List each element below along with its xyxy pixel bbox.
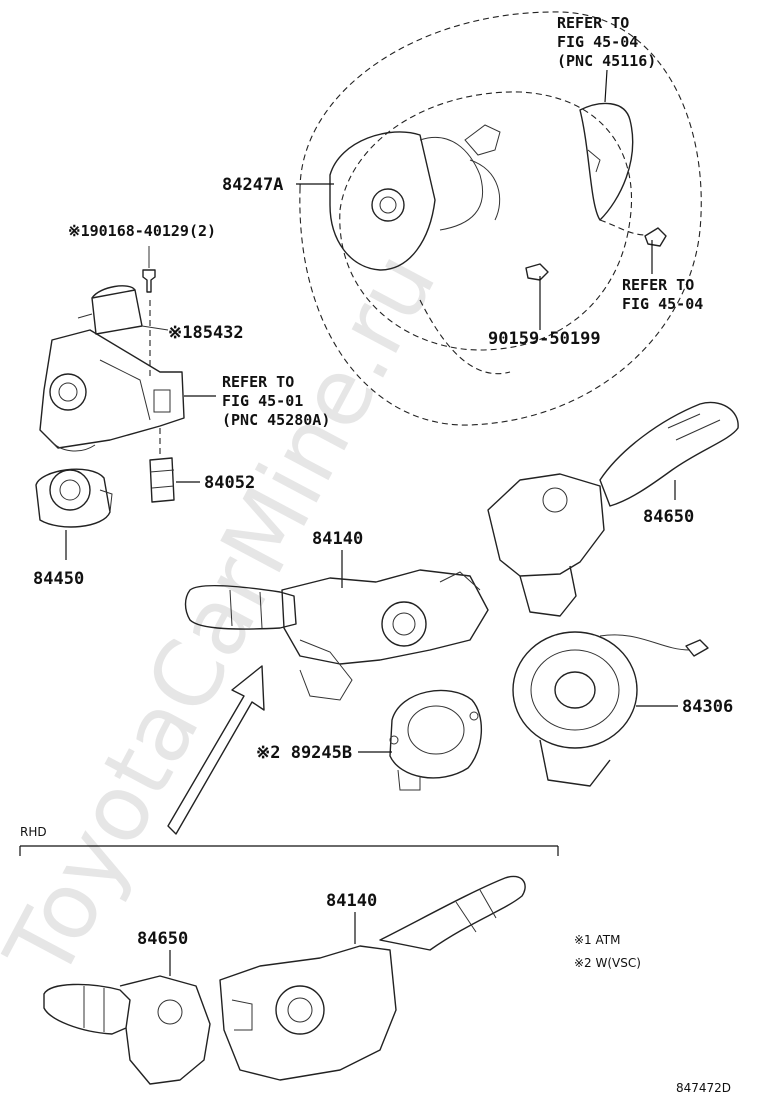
legend-vsc: ※2 W(VSC)	[574, 956, 641, 970]
label-84450: 84450	[33, 569, 84, 589]
rhd-combination-switch-84140	[219, 875, 526, 1081]
switch-84052	[149, 428, 175, 503]
refer-mid-line3: (PNC 45280A)	[222, 411, 330, 429]
rhd-wiper-switch-84650	[43, 975, 211, 1085]
label-84140-rhd: 84140	[326, 891, 377, 911]
rhd-label: RHD	[20, 825, 47, 839]
watermark: ToyotaCarMine.ru	[0, 235, 457, 996]
steering-pad-switch	[329, 124, 501, 271]
transponder-85432	[77, 285, 169, 380]
label-90168-40129: ※190168-40129(2)	[68, 222, 216, 240]
turn-signal-switch-84140	[184, 569, 489, 701]
screw-90159-a	[525, 263, 549, 330]
refer-right-line2: FIG 45-04	[622, 295, 703, 313]
label-84306: 84306	[682, 697, 733, 717]
refer-mid-line1: REFER TO	[222, 373, 294, 391]
refer-right-line1: REFER TO	[622, 276, 694, 294]
steering-trim-right	[579, 102, 646, 236]
refer-top-line1: REFER TO	[557, 14, 629, 32]
diagram-id: 847472D	[676, 1081, 731, 1095]
bolt-90168	[142, 246, 156, 293]
label-84650: 84650	[643, 507, 694, 527]
refer-mid-line2: FIG 45-01	[222, 392, 303, 410]
label-84140: 84140	[312, 529, 363, 549]
refer-top-line2: FIG 45-04	[557, 33, 638, 51]
label-84052: 84052	[204, 473, 255, 493]
direction-arrow	[167, 665, 265, 835]
label-84247A: 84247A	[222, 175, 283, 195]
lock-housing	[39, 329, 185, 452]
label-84650-rhd: 84650	[137, 929, 188, 949]
screw-90159-b	[644, 227, 667, 247]
legend-atm: ※1 ATM	[574, 933, 620, 947]
wiper-switch-84650	[487, 401, 739, 617]
label-89245B: ※2 89245B	[256, 743, 352, 763]
spiral-cable-84306	[512, 631, 709, 787]
refer-top-line3: (PNC 45116)	[557, 52, 656, 70]
rhd-bracket	[19, 845, 559, 856]
label-90159-50199: 90159-50199	[488, 329, 601, 349]
ignition-switch-84450	[35, 468, 113, 528]
steering-sensor-89245B	[389, 689, 483, 791]
steering-wheel-outline	[299, 11, 702, 426]
label-85432: ※185432	[168, 323, 244, 343]
